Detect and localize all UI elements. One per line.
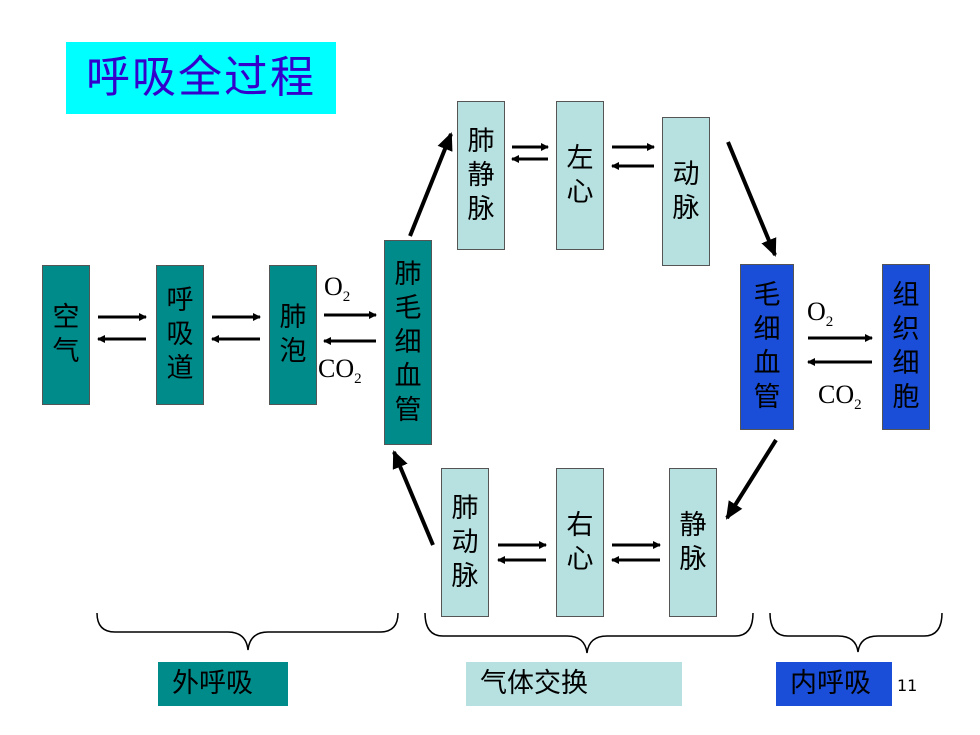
page-number: 11 [897, 676, 918, 695]
box-vein: 静 脉 [669, 468, 717, 617]
label-external-respiration: 外呼吸 [158, 662, 288, 706]
box-lung-capillary: 肺 毛 细 血 管 [384, 240, 432, 445]
brace-internal [769, 612, 943, 653]
arrow-tissue-cap-to-vein [725, 438, 778, 520]
box-artery: 动 脉 [662, 117, 710, 266]
co2-sub: 2 [854, 397, 862, 414]
o2-text: O [324, 272, 343, 301]
box-right-heart: 右 心 [556, 468, 604, 617]
label-internal-respiration: 内呼吸 [776, 662, 892, 706]
arrow-lung-cap-to-pv [408, 132, 453, 237]
label-gas-exchange: 气体交换 [466, 662, 682, 706]
label-o2-lung: O2 [324, 270, 350, 314]
co2-text: CO [318, 354, 355, 383]
box-tissue-cell: 组 织 细 胞 [882, 264, 930, 430]
box-pulmonary-artery: 肺 动 脉 [441, 468, 489, 617]
brace-exchange [424, 612, 754, 654]
label-co2-lung: CO2 [318, 352, 362, 396]
o2-sub: 2 [342, 289, 351, 306]
box-airway: 呼 吸 道 [156, 265, 204, 405]
co2-text: CO [818, 380, 855, 409]
co2-sub: 2 [354, 371, 362, 388]
arrow-pa-to-lung-cap [392, 450, 435, 546]
box-air: 空 气 [42, 265, 90, 405]
o2-sub: 2 [825, 314, 834, 331]
arrow-artery-to-tissue-cap [726, 141, 777, 257]
page-title: 呼吸全过程 [66, 42, 336, 114]
box-alveoli: 肺 泡 [269, 265, 317, 405]
o2-text: O [807, 297, 826, 326]
box-tissue-capillary: 毛 细 血 管 [740, 264, 794, 430]
box-left-heart: 左 心 [556, 101, 604, 250]
box-pulmonary-vein: 肺 静 脉 [457, 101, 505, 250]
brace-external [96, 612, 399, 651]
label-o2-tissue: O2 [807, 295, 833, 339]
label-co2-tissue: CO2 [818, 378, 862, 422]
